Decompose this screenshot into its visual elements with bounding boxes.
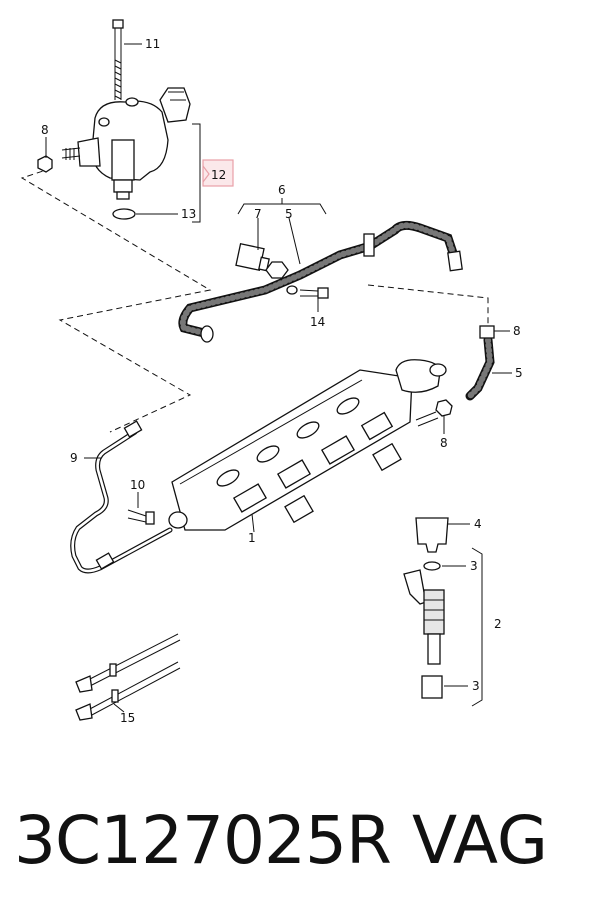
- hose-upper: [178, 220, 463, 343]
- sensor-7: [235, 242, 289, 279]
- brand-name: VAG: [412, 802, 549, 879]
- bolt-10: [127, 509, 155, 525]
- callout-3-upper: 3: [470, 559, 478, 573]
- dashed-guide-lines: [20, 167, 489, 433]
- callout-2: 2: [494, 617, 502, 631]
- callout-3-lower: 3: [472, 679, 480, 693]
- high-pressure-pump: [37, 87, 191, 200]
- callout-4: 4: [474, 517, 482, 531]
- injector-assembly: [403, 517, 449, 699]
- callout-5-right: 5: [515, 366, 523, 380]
- callout-6: 6: [278, 183, 286, 197]
- hose-return: [415, 325, 495, 427]
- callout-5-upper: 5: [285, 207, 293, 221]
- cable-ties-15: [75, 633, 181, 721]
- fuel-rail: [168, 359, 447, 531]
- part-number: 3C127025R: [14, 802, 392, 879]
- callout-9: 9: [70, 451, 78, 465]
- bracket-12: [192, 123, 201, 223]
- callout-13: 13: [181, 207, 196, 221]
- callout-8-lower: 8: [440, 436, 448, 450]
- callout-8-right: 8: [513, 324, 521, 338]
- bolt-11: [112, 19, 124, 100]
- o-ring-13: [112, 208, 136, 220]
- callout-12: 12: [211, 168, 226, 182]
- callout-labels: 11 8 12 13 6 7 5 14 8 5 8 9 10 1 4 3 2 3…: [41, 37, 523, 725]
- callout-8-top: 8: [41, 123, 49, 137]
- pipe-9: [70, 420, 173, 574]
- callout-14: 14: [310, 315, 325, 329]
- exploded-parts-diagram: 11 8 12 13 6 7 5 14 8 5 8 9 10 1 4 3 2 3…: [20, 19, 523, 725]
- bolt-14: [286, 285, 329, 299]
- callout-12-pointer: [202, 165, 210, 183]
- callout-7: 7: [254, 207, 262, 221]
- callout-1: 1: [248, 531, 256, 545]
- callout-10: 10: [130, 478, 145, 492]
- bracket-2: [471, 547, 483, 707]
- leader-lines: [45, 43, 512, 713]
- callout-11: 11: [145, 37, 160, 51]
- callout-15: 15: [120, 711, 135, 725]
